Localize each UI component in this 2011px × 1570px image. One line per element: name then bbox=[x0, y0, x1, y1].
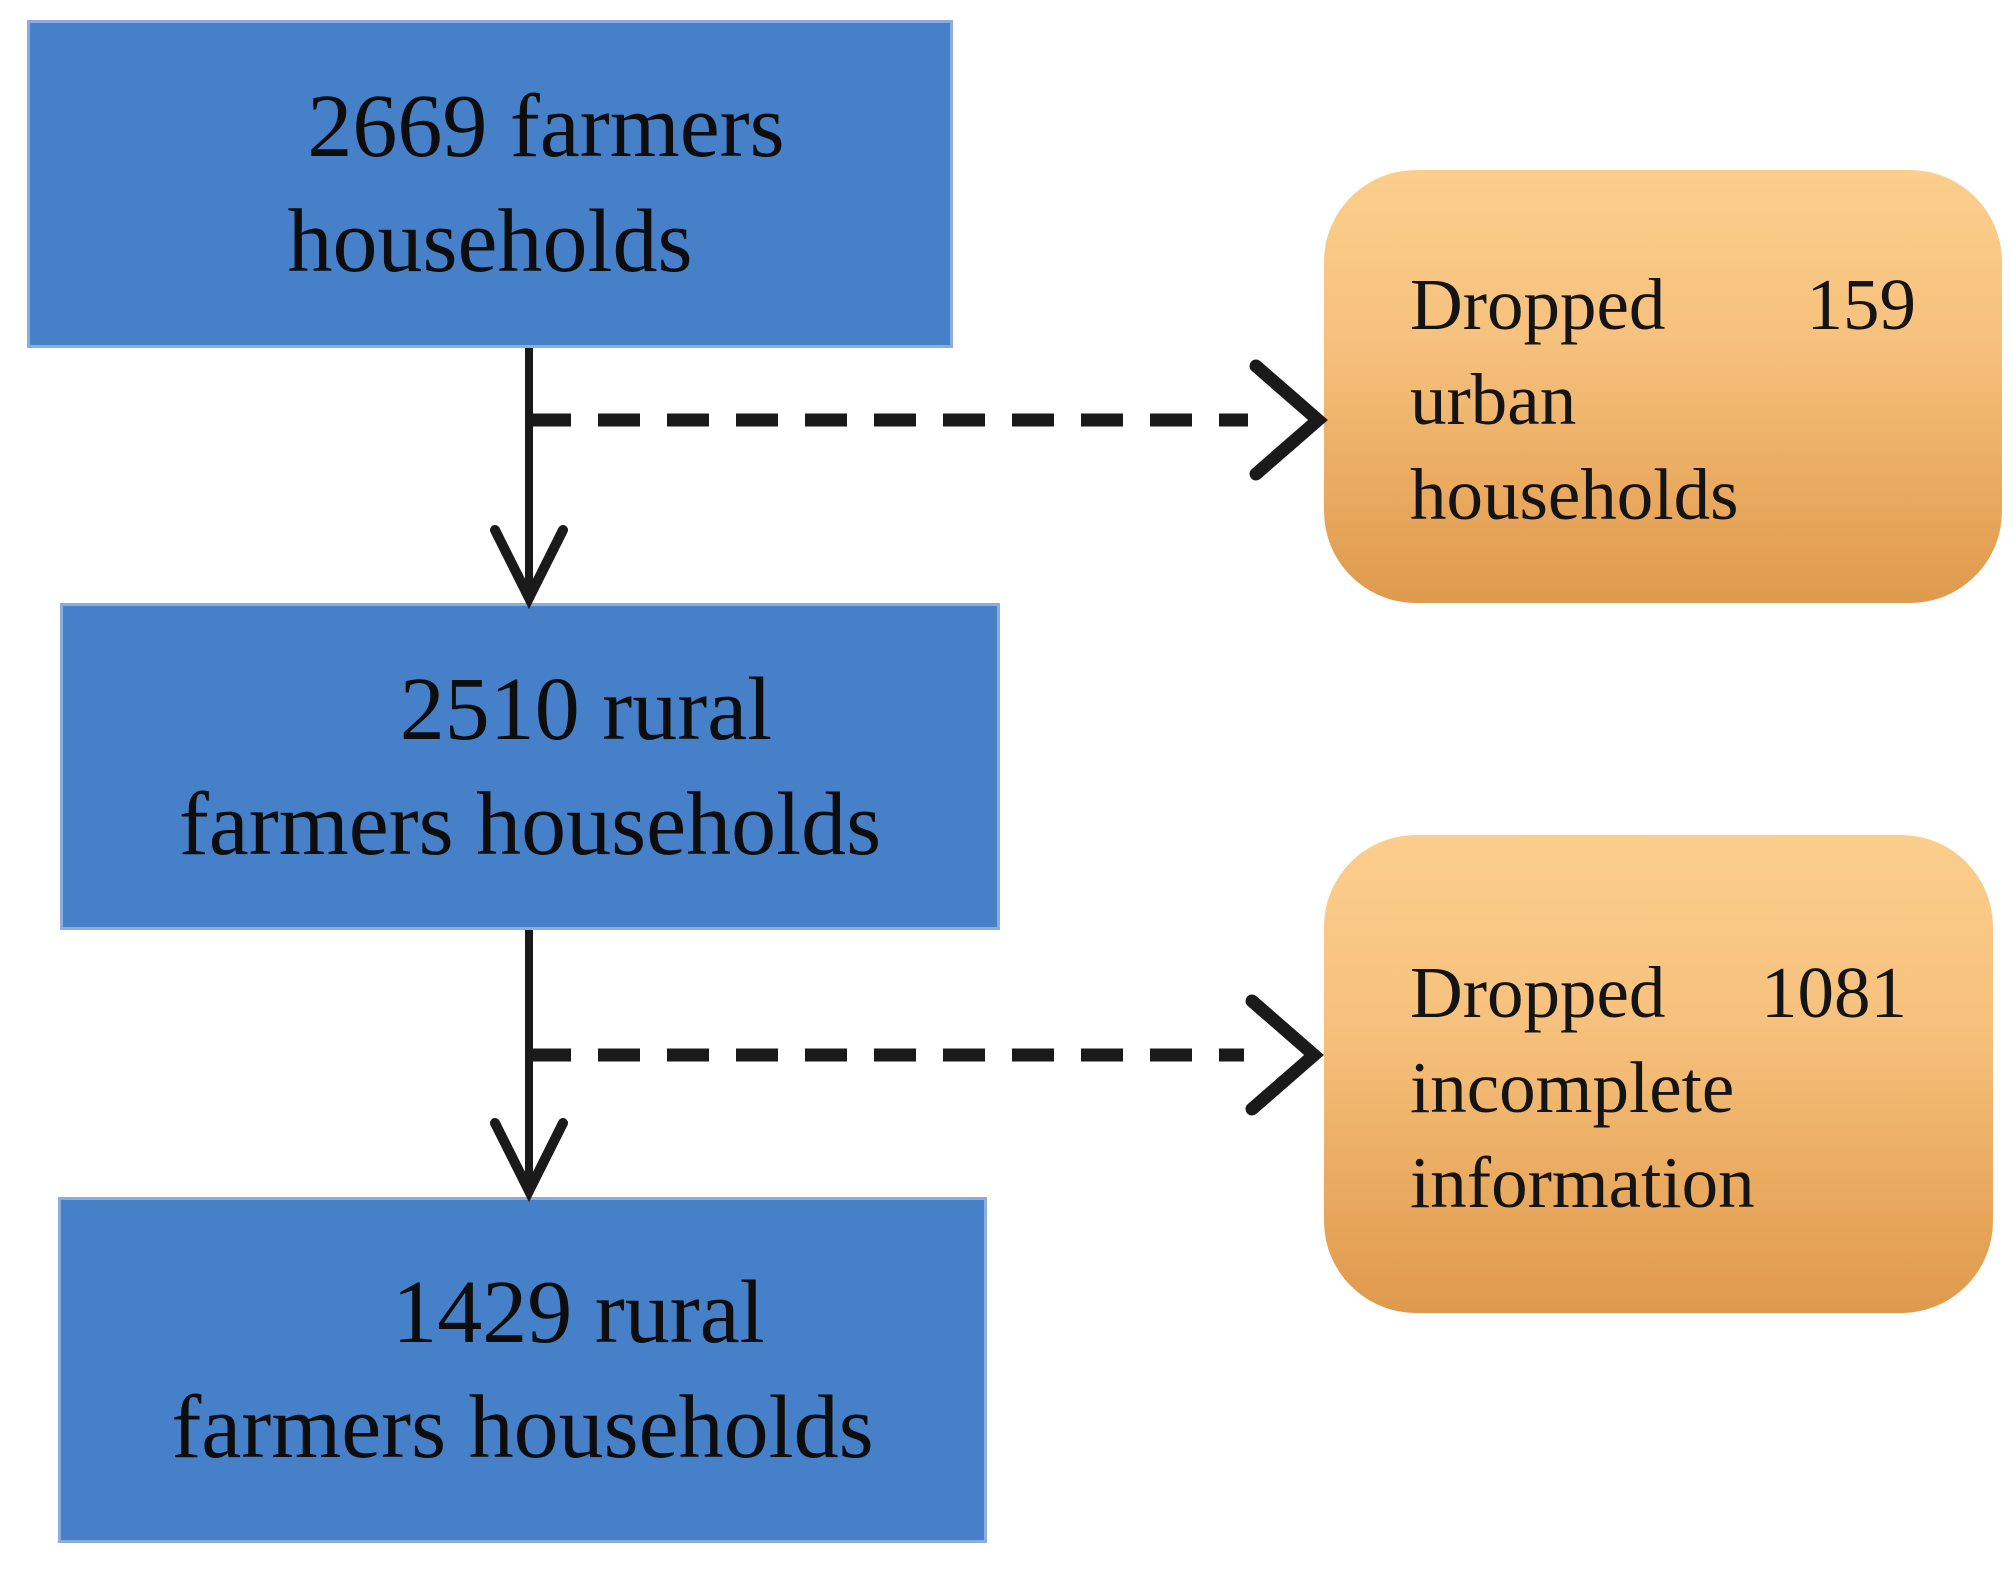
drop-box-word: Dropped bbox=[1410, 264, 1666, 345]
drop-box-count: 1081 bbox=[1761, 951, 1907, 1033]
process-box-line: farmers households bbox=[171, 1378, 874, 1477]
process-box-line: 1429 rural bbox=[392, 1263, 765, 1362]
down-arrow-2-head-icon bbox=[490, 1118, 568, 1203]
dashed-arrow-1-head-icon bbox=[1249, 359, 1328, 481]
process-box-line: 2510 rural bbox=[399, 659, 773, 759]
drop-box-line: information bbox=[1410, 1141, 1755, 1223]
drop-box-word: Dropped bbox=[1410, 951, 1666, 1033]
process-box-1429-rural-farmers-households: 1429 rural farmers households bbox=[58, 1197, 987, 1543]
dashed-arrow-2-head-icon bbox=[1245, 994, 1324, 1116]
drop-box-line: Dropped 1081 bbox=[1410, 945, 1907, 1040]
process-box-line: households bbox=[287, 192, 693, 291]
drop-box-count: 159 bbox=[1806, 264, 1917, 345]
process-box-line: 2669 farmers bbox=[307, 77, 785, 176]
drop-box-1081-incomplete-information: Dropped 1081 incomplete information bbox=[1324, 835, 1993, 1313]
drop-box-line: Dropped 159 bbox=[1410, 257, 1916, 352]
drop-box-line: urban bbox=[1410, 359, 1577, 440]
process-box-line: farmers households bbox=[178, 774, 882, 874]
process-box-2669-farmers-households: 2669 farmers households bbox=[27, 20, 953, 348]
drop-box-line: incomplete bbox=[1410, 1046, 1735, 1128]
process-box-2510-rural-farmers-households: 2510 rural farmers households bbox=[60, 603, 1000, 930]
down-arrow-1-head-icon bbox=[490, 525, 568, 610]
drop-box-line: households bbox=[1410, 454, 1739, 535]
drop-box-159-urban-households: Dropped 159 urban households bbox=[1324, 170, 2002, 603]
